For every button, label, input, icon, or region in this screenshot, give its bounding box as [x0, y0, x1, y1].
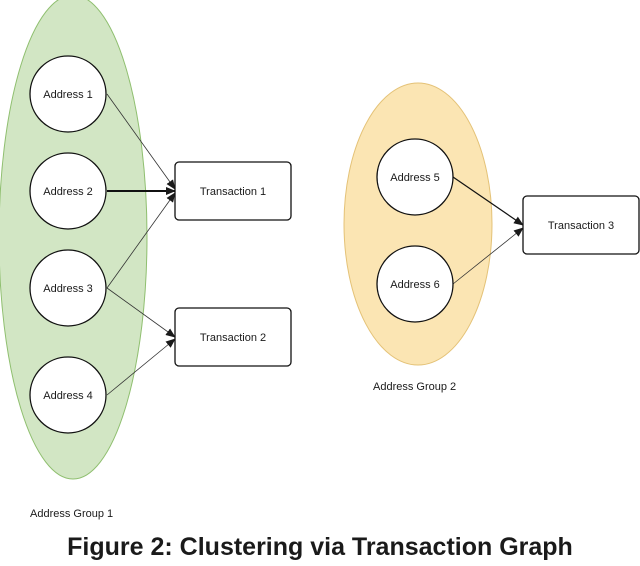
address-node-4[interactable]: Address 4: [29, 356, 107, 434]
address-group-1-label: Address Group 1: [30, 508, 113, 520]
address-node-5[interactable]: Address 5: [376, 138, 454, 216]
transaction-label: Transaction 1: [200, 186, 266, 198]
address-group-2-label: Address Group 2: [373, 381, 456, 393]
address-group-2-ellipse: [343, 82, 493, 366]
diagram-svg: Address 1 Address 2 Address 3 Address 4 …: [0, 0, 640, 520]
edges-layer: [106, 93, 524, 396]
transaction-node-2[interactable]: Transaction 2: [174, 307, 292, 367]
address-group-1-ellipse: [0, 0, 148, 480]
address-label: Address 1: [43, 89, 93, 101]
address-node-2[interactable]: Address 2: [29, 152, 107, 230]
edge-a4-t2: [106, 338, 176, 396]
address-node-6[interactable]: Address 6: [376, 245, 454, 323]
address-node-1[interactable]: Address 1: [29, 55, 107, 133]
edge-a3-t1: [106, 192, 176, 289]
transaction-label: Transaction 3: [548, 220, 614, 232]
edge-a5-t3: [452, 176, 524, 226]
address-label: Address 6: [390, 279, 440, 291]
figure-caption: Figure 2: Clustering via Transaction Gra…: [67, 533, 573, 561]
transaction-label: Transaction 2: [200, 332, 266, 344]
address-label: Address 4: [43, 390, 93, 402]
transaction-node-1[interactable]: Transaction 1: [174, 161, 292, 221]
address-label: Address 5: [390, 172, 440, 184]
edge-a6-t3: [452, 227, 524, 285]
edge-a1-t1: [106, 93, 176, 190]
edge-a3-t2: [106, 287, 176, 338]
address-node-3[interactable]: Address 3: [29, 249, 107, 327]
transaction-node-3[interactable]: Transaction 3: [522, 195, 640, 255]
address-label: Address 3: [43, 283, 93, 295]
address-label: Address 2: [43, 186, 93, 198]
